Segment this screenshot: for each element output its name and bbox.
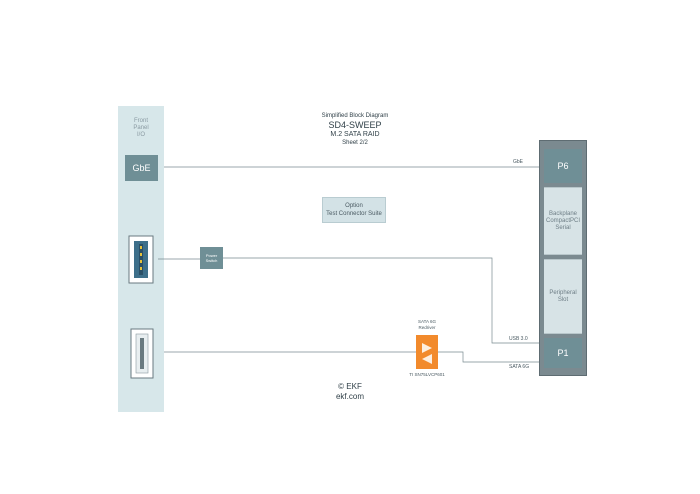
usb-line-b bbox=[223, 257, 544, 344]
backplane-line: Backplane bbox=[548, 210, 578, 217]
front-panel-label-line: I/O bbox=[136, 132, 145, 138]
sata-line-b bbox=[438, 351, 544, 363]
peripheral-line: Slot bbox=[557, 296, 569, 303]
peripheral-slot: Peripheral Slot bbox=[544, 259, 582, 334]
option-line2: Test Connector Suite bbox=[326, 211, 382, 217]
copyright-text: © EKF bbox=[338, 382, 362, 391]
title-line1: Simplified Block Diagram bbox=[321, 113, 389, 119]
sata-redriver-chip bbox=[416, 335, 438, 369]
copyright: © EKF ekf.com bbox=[300, 382, 400, 402]
peripheral-line: Peripheral bbox=[549, 289, 577, 296]
power-switch: Power Switch bbox=[200, 247, 223, 269]
front-panel-label: Front Panel I/O bbox=[118, 118, 164, 139]
sata-redriver-line1: SATA 6G bbox=[417, 319, 437, 324]
slot-p6: P6 bbox=[544, 149, 582, 183]
p6-label: P6 bbox=[557, 161, 569, 171]
sata-redriver-label: SATA 6G Redriver bbox=[405, 319, 449, 331]
redriver-arrows-icon bbox=[422, 343, 432, 364]
sata-redriver-line2: Redriver bbox=[418, 325, 436, 330]
sata-line-label: SATA 6G bbox=[509, 364, 530, 370]
title-line4: Sheet 2/2 bbox=[342, 140, 368, 146]
p1-label: P1 bbox=[557, 348, 569, 358]
title-line2: SD4-SWEEP bbox=[328, 120, 382, 130]
backplane-line: CompactPCI bbox=[545, 217, 580, 224]
gbe-connector: GbE bbox=[125, 155, 158, 181]
gbe-line-label: GbE bbox=[513, 159, 524, 165]
front-panel-label-line: Panel bbox=[133, 125, 149, 131]
power-switch-line2: Switch bbox=[205, 258, 218, 263]
option-line1: Option bbox=[345, 203, 363, 209]
usb-connector-icon bbox=[128, 235, 154, 284]
usb-line-label: USB 3.0 bbox=[509, 336, 528, 342]
backplane-line: Serial bbox=[555, 224, 571, 231]
sata-redriver-part: TI SN75LVCP601 bbox=[409, 372, 445, 377]
power-switch-line1: Power bbox=[205, 253, 218, 258]
slot-p1: P1 bbox=[544, 338, 582, 368]
gbe-label: GbE bbox=[132, 163, 151, 173]
sata-connector-icon bbox=[130, 328, 154, 379]
title-line3: M.2 SATA RAID bbox=[330, 131, 380, 138]
front-panel-label-line: Front bbox=[133, 118, 148, 124]
website-text: ekf.com bbox=[335, 392, 364, 401]
backplane-cpci-slot: Backplane CompactPCI Serial bbox=[544, 187, 582, 255]
diagram-title: Simplified Block Diagram SD4-SWEEP M.2 S… bbox=[280, 112, 430, 147]
option-box: Option Test Connector Suite bbox=[322, 197, 386, 223]
